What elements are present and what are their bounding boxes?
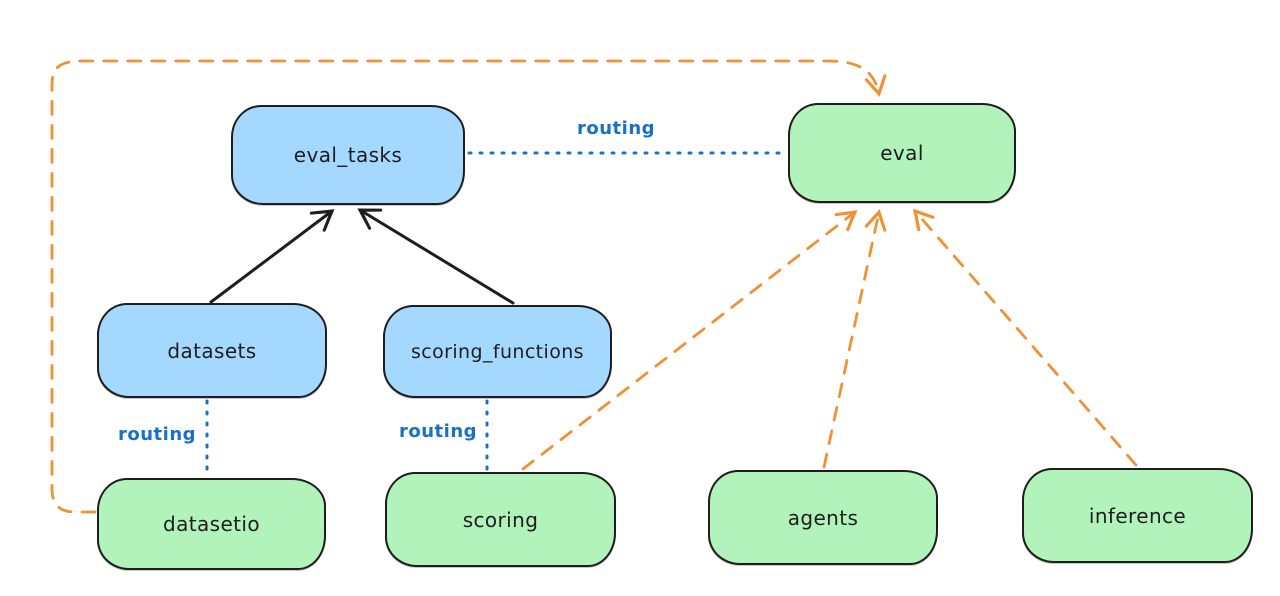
edge-inference-to-eval (912, 208, 1138, 467)
node-inference: inference (1022, 468, 1253, 563)
routing-label-scoring-functions-scoring: routing (398, 421, 478, 442)
node-scoring-label: scoring (462, 507, 539, 532)
node-eval-tasks: eval_tasks (231, 105, 465, 205)
node-datasets-label: datasets (167, 338, 257, 363)
node-agents: agents (708, 470, 938, 565)
node-agents-label: agents (787, 505, 859, 530)
edge-scoring-to-eval (521, 210, 858, 471)
edge-datasetio-loop-to-eval (50, 59, 887, 514)
edge-datasets-to-eval-tasks (209, 209, 335, 304)
node-scoring: scoring (385, 472, 616, 567)
node-eval: eval (788, 103, 1016, 203)
node-scoring-functions-label: scoring_functions (411, 340, 584, 363)
node-eval-tasks-label: eval_tasks (293, 143, 403, 167)
edge-scoring-functions-to-eval-tasks (357, 208, 515, 305)
routing-label-datasets-datasetio: routing (117, 424, 197, 445)
node-datasets: datasets (97, 303, 327, 398)
routing-label-eval-tasks-eval: routing (576, 118, 656, 139)
node-scoring-functions: scoring_functions (383, 305, 612, 398)
node-inference-label: inference (1088, 503, 1187, 528)
edge-agents-to-eval (822, 208, 887, 469)
node-eval-label: eval (880, 141, 924, 165)
node-datasetio-label: datasetio (162, 512, 260, 536)
node-datasetio: datasetio (97, 478, 326, 570)
